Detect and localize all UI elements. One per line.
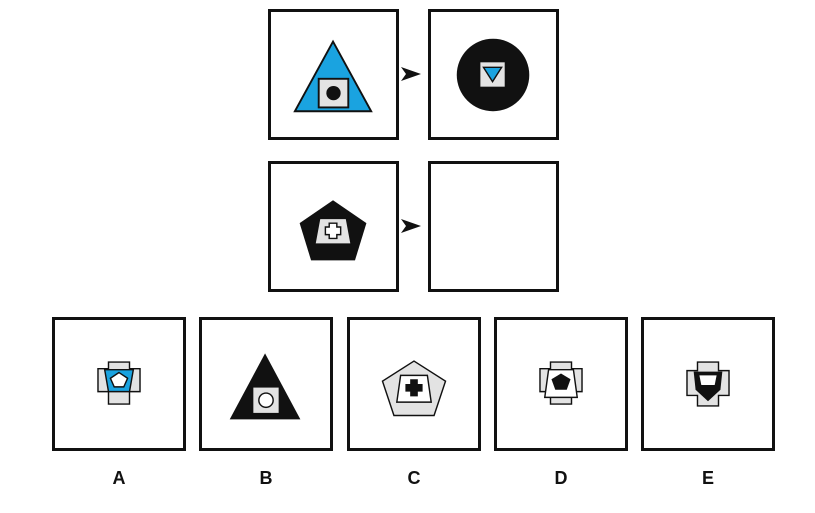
option-b[interactable] xyxy=(199,317,333,451)
pentagon-trapezoid-cross-figure xyxy=(299,200,367,261)
arrow-icon xyxy=(401,67,421,81)
option-e[interactable] xyxy=(641,317,775,451)
example-1-target xyxy=(428,9,559,140)
option-a-figure xyxy=(97,361,141,405)
gray-square-icon xyxy=(251,386,281,415)
option-d-label: D xyxy=(554,468,568,488)
circle-square-triangle-figure xyxy=(456,38,530,112)
option-d-figure xyxy=(539,361,583,405)
triangle-square-circle-figure xyxy=(293,39,373,113)
black-cross-icon xyxy=(405,379,423,397)
black-circle-icon xyxy=(326,85,341,101)
option-d[interactable] xyxy=(494,317,628,451)
blue-triangle-icon xyxy=(482,66,503,83)
option-e-label: E xyxy=(701,468,714,488)
option-e-figure xyxy=(686,361,730,407)
white-cross-icon xyxy=(324,222,342,240)
example-1-source xyxy=(268,9,399,140)
answer-placeholder xyxy=(428,161,559,292)
black-pentagon-icon xyxy=(551,373,571,390)
option-a[interactable] xyxy=(52,317,186,451)
option-a-label: A xyxy=(112,468,126,488)
white-circle-icon xyxy=(258,392,274,409)
blue-triangle-icon xyxy=(293,39,373,113)
option-c[interactable] xyxy=(347,317,481,451)
white-pentagon-icon xyxy=(109,371,129,388)
option-b-label: B xyxy=(259,468,273,488)
question-source xyxy=(268,161,399,292)
option-b-figure xyxy=(229,353,301,420)
white-trapezoid-icon xyxy=(699,375,717,385)
option-c-label: C xyxy=(407,468,421,488)
arrow-icon xyxy=(401,219,421,233)
option-c-figure xyxy=(381,360,447,417)
gray-square-icon xyxy=(317,77,350,109)
